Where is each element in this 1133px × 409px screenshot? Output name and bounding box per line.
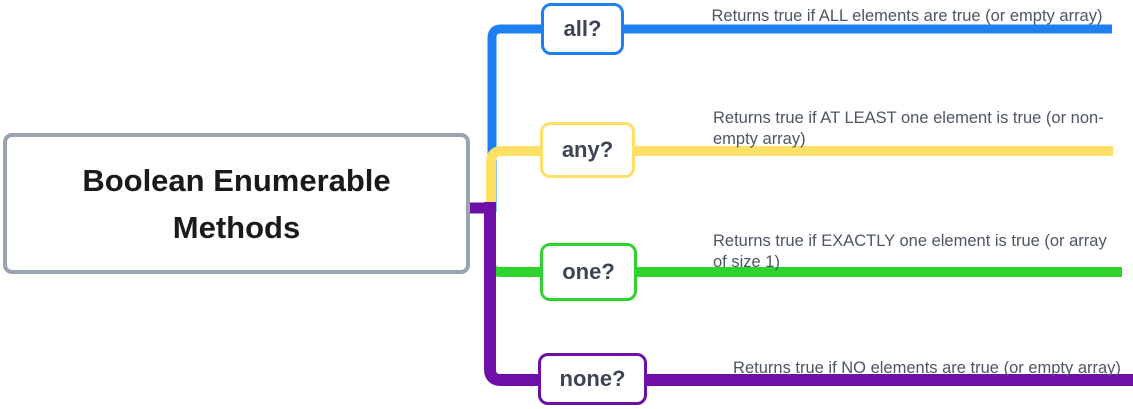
branch-label-none: none?: [559, 366, 626, 391]
branch-label-all: all?: [563, 16, 602, 41]
branch-node-any[interactable]: any?: [540, 122, 635, 178]
branch-label-any: any?: [561, 137, 614, 162]
branch-description-any: Returns true if AT LEAST one element is …: [713, 109, 1104, 148]
branch-node-none[interactable]: none?: [538, 353, 647, 405]
root-topic-title: Boolean Enumerable Methods: [82, 162, 391, 245]
connector-any: [486, 146, 1113, 212]
branch-description-one: Returns true if EXACTLY one element is t…: [713, 232, 1107, 271]
connector-all: [487, 24, 1112, 212]
branch-node-one[interactable]: one?: [540, 243, 637, 301]
connector-none: [484, 202, 1133, 386]
branch-description-all: Returns true if ALL elements are true (o…: [711, 7, 1103, 25]
branch-label-one: one?: [562, 259, 615, 284]
branch-description-none: Returns true if NO elements are true (or…: [733, 359, 1121, 377]
root-topic-node[interactable]: Boolean Enumerable Methods: [3, 133, 470, 274]
branch-node-all[interactable]: all?: [541, 3, 624, 55]
